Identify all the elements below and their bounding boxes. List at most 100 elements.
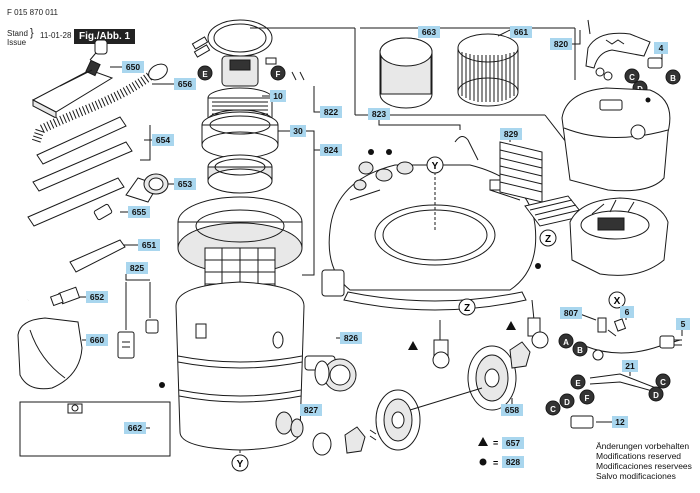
marker-d-cable: D [648, 386, 664, 402]
svg-text:=: = [493, 458, 498, 468]
svg-text:B: B [670, 74, 676, 83]
svg-text:655: 655 [132, 207, 146, 217]
label-30: 30 [290, 125, 306, 137]
svg-text:823: 823 [372, 109, 386, 119]
stand-label: Stand [7, 29, 28, 38]
svg-text:F: F [276, 70, 281, 79]
svg-text:Z: Z [545, 234, 551, 245]
svg-text:A: A [563, 338, 569, 347]
svg-text:Z: Z [464, 303, 470, 314]
caster-right [527, 299, 549, 349]
leader-lines [80, 28, 683, 429]
label-822: 822 [320, 106, 342, 118]
svg-text:C: C [550, 405, 556, 414]
screws-822 [291, 71, 305, 81]
drain-plug [275, 411, 332, 456]
carry-handle [585, 19, 651, 81]
triangle-marker [408, 341, 418, 350]
label-12: 12 [612, 416, 628, 428]
svg-text:653: 653 [178, 179, 192, 189]
svg-text:657: 657 [506, 438, 520, 448]
container-clips [117, 282, 159, 359]
svg-text:660: 660 [90, 335, 104, 345]
label-663: 663 [418, 26, 440, 38]
svg-text:650: 650 [126, 62, 140, 72]
svg-text:10: 10 [273, 91, 283, 101]
marker-b-top: B [665, 69, 681, 85]
svg-text:828: 828 [506, 457, 520, 467]
power-cord [584, 335, 682, 361]
label-662: 662 [124, 422, 146, 434]
label-5: 5 [676, 318, 690, 330]
label-660: 660 [86, 334, 108, 346]
floor-nozzle [31, 39, 114, 119]
extension-tubes [27, 116, 133, 227]
connecting-cable [589, 373, 657, 393]
flat-filter [489, 141, 585, 227]
hose-socket [304, 355, 357, 392]
legend-bullet: = 828 [479, 456, 524, 468]
label-820: 820 [550, 38, 572, 50]
svg-text:E: E [202, 70, 208, 79]
svg-text:D: D [653, 391, 659, 400]
issue-label: Issue [7, 38, 27, 47]
svg-text:807: 807 [564, 308, 578, 318]
filter-bag-pack [19, 401, 171, 457]
wheel-hub-caps [344, 341, 531, 454]
switch-module [570, 415, 594, 429]
motor-cover-gasket [207, 19, 273, 57]
svg-text:6: 6 [625, 307, 630, 317]
marker-e-cable: E [570, 374, 586, 390]
marker-c-top: C [624, 68, 640, 84]
svg-text:820: 820 [554, 39, 568, 49]
label-824: 824 [320, 144, 342, 156]
label-21: 21 [622, 360, 638, 372]
label-651: 651 [138, 239, 160, 251]
marker-f-motor: F [270, 65, 286, 81]
svg-text:D: D [564, 398, 570, 407]
svg-text:4: 4 [659, 43, 664, 53]
legend-triangle: = 657 [478, 437, 524, 449]
note-line: Änderungen vorbehalten [596, 441, 690, 451]
wheel-left [375, 389, 421, 451]
label-652: 652 [86, 291, 108, 303]
marker-z-chassis: Z [458, 298, 476, 316]
wheel-right [467, 345, 517, 411]
crevice-nozzle [69, 239, 126, 273]
svg-text:829: 829 [504, 129, 518, 139]
motor-head-housing [561, 87, 671, 192]
figure-label: Fig./Abb. 1 [74, 29, 136, 44]
brace: } [30, 27, 34, 39]
svg-text:X: X [614, 296, 621, 307]
label-658: 658 [501, 404, 523, 416]
label-650: 650 [122, 61, 144, 73]
svg-text:21: 21 [625, 361, 635, 371]
svg-text:B: B [577, 346, 583, 355]
svg-text:822: 822 [324, 107, 338, 117]
svg-text:651: 651 [142, 240, 156, 250]
svg-text:826: 826 [344, 333, 358, 343]
svg-text:658: 658 [505, 405, 519, 415]
filter-cartridge-661 [457, 33, 519, 107]
label-807: 807 [560, 307, 582, 319]
svg-text:662: 662 [128, 423, 142, 433]
marker-f-cable: F [579, 389, 595, 405]
svg-text:652: 652 [90, 292, 104, 302]
svg-text:Y: Y [237, 459, 244, 470]
modification-notes: Änderungen vorbehalten Modifications res… [596, 441, 692, 481]
bent-tube [24, 203, 113, 302]
svg-text:=: = [493, 438, 498, 448]
caster-left [432, 320, 450, 369]
label-4: 4 [654, 42, 668, 54]
svg-text:656: 656 [178, 79, 192, 89]
label-823: 823 [368, 108, 390, 120]
round-brush [125, 173, 169, 203]
note-line: Salvo modificaciones [596, 471, 676, 481]
cable-hook [454, 136, 479, 161]
chassis-fittings [353, 149, 414, 191]
marker-e-motor: E [197, 65, 213, 81]
svg-text:F: F [585, 394, 590, 403]
marker-y-bottom: Y [231, 454, 249, 472]
adapter [49, 286, 81, 307]
svg-text:654: 654 [156, 135, 170, 145]
